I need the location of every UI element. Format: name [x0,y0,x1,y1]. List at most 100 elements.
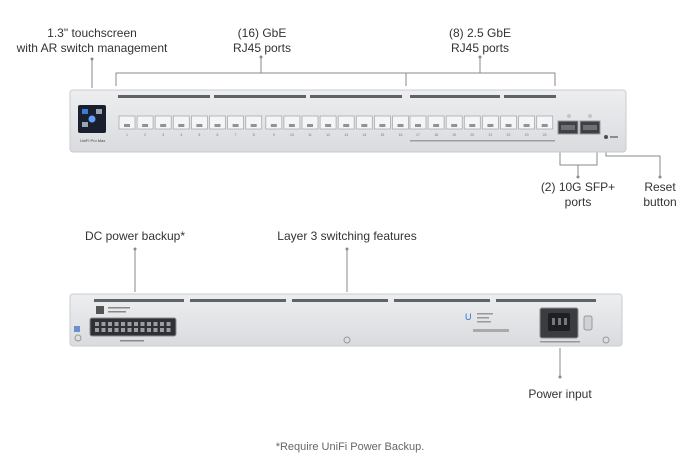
dc-connector-pin [166,328,171,332]
rj45-port-latch [433,124,440,127]
dc-connector-pin [108,322,112,326]
rj45-port-23[interactable] [518,115,535,130]
port-number-label: 13 [344,133,348,137]
rj45-port-latch [214,124,221,127]
dc-connector-pin [160,328,164,332]
rj45-port-6[interactable] [209,115,226,130]
dc-connector-pin [134,322,138,326]
rj45-port-latch [307,124,313,127]
reset-button[interactable] [604,135,608,139]
rj45-port-latch [288,124,295,127]
port-number-label: 2 [144,133,146,137]
port-number-label: 3 [162,133,164,137]
label-dc-power-backup: DC power backup* [84,229,186,243]
dc-connector-pin [127,328,132,332]
dc-connector-pin [140,328,145,332]
rj45-port-10[interactable] [283,115,301,130]
rj45-port-24[interactable] [536,115,554,130]
port-number-label: 20 [470,133,474,137]
rj45-port-11[interactable] [301,115,319,130]
port-number-label: 5 [198,133,200,137]
brand-text: UniFi Pro Max [80,138,105,143]
dc-connector-pin [101,328,106,332]
dc-connector-pin [127,322,132,326]
port-number-label: 21 [488,133,492,137]
rj45-port-2[interactable] [136,115,154,130]
rj45-port-latch [232,124,239,127]
rj45-port-latch [415,124,421,127]
rj45-port-16[interactable] [392,115,409,130]
label-reset-button: Reset button [643,180,677,209]
rj45-port-8[interactable] [245,115,263,130]
dc-connector-pin [166,322,171,326]
rj45-port-latch [142,124,149,127]
port-number-label: 19 [452,133,456,137]
rj45-port-latch [487,124,494,127]
rj45-port-latch [469,124,476,127]
rj45-port-22[interactable] [500,115,517,130]
rj45-port-latch [270,124,277,127]
port-number-label: 18 [434,133,438,137]
rj45-port-5[interactable] [190,115,208,130]
dc-connector-pin [121,328,125,332]
rj45-port-latch [361,124,368,127]
dc-connector-pin [153,328,158,332]
rj45-port-9[interactable] [265,115,283,130]
svg-text:U: U [465,312,472,322]
dc-power-backup-connector[interactable] [89,317,177,337]
rj45-port-4[interactable] [172,115,190,130]
label-25gbe-ports: (8) 2.5 GbE RJ45 ports [448,26,512,55]
dc-connector-pin [95,328,99,332]
rj45-port-7[interactable] [227,115,245,130]
back-panel: U [69,293,623,347]
gbe25-indicator-bar [410,140,555,142]
rj45-port-latch [160,124,167,127]
port-number-label: 11 [308,133,312,137]
rj45-port-15[interactable] [373,115,391,130]
footnote: *Require UniFi Power Backup. [275,441,425,453]
port-number-label: 22 [507,133,511,137]
rj45-port-latch [178,124,185,127]
port-number-label: 23 [525,133,529,137]
rj45-port-20[interactable] [463,115,481,130]
rj45-port-latch [541,124,548,127]
rj45-port-18[interactable] [427,115,445,130]
label-touchscreen: 1.3" touchscreen with AR switch manageme… [16,26,168,55]
port-number-label: 8 [253,133,255,137]
port-number-label: 15 [380,133,384,137]
port-number-label: 1 [126,133,128,137]
rj45-port-19[interactable] [445,115,463,130]
dc-connector-pin [134,328,138,332]
rj45-port-12[interactable] [319,115,337,130]
rj45-port-latch [124,124,130,127]
label-sfp-ports: (2) 10G SFP+ ports [540,180,616,209]
label-power-input: Power input [528,387,592,401]
port-number-label: 4 [180,133,182,137]
dc-connector-pin [160,322,164,326]
dc-connector-pin [147,322,151,326]
dc-connector-pin [114,322,119,326]
back-leader-lines [133,247,562,379]
rj45-port-17[interactable] [409,115,427,130]
rj45-port-latch [196,124,203,127]
dc-connector-pin [153,322,158,326]
dc-connector-pin [108,328,112,332]
dc-connector-pin [147,328,151,332]
rj45-port-21[interactable] [481,115,499,130]
rj45-port-1[interactable] [118,115,136,130]
dc-connector-pin [95,322,99,326]
rj45-port-14[interactable] [355,115,373,130]
dc-connector-pin [114,328,119,332]
dc-connector-pin [101,322,106,326]
port-number-label: 10 [290,133,294,137]
label-gbe-ports: (16) GbE RJ45 ports [232,26,292,55]
port-number-label: 12 [326,133,330,137]
rj45-port-3[interactable] [154,115,172,130]
rj45-port-latch [250,124,257,127]
dc-connector-pin [121,322,125,326]
rj45-port-latch [451,124,458,127]
rj45-port-13[interactable] [337,115,355,130]
